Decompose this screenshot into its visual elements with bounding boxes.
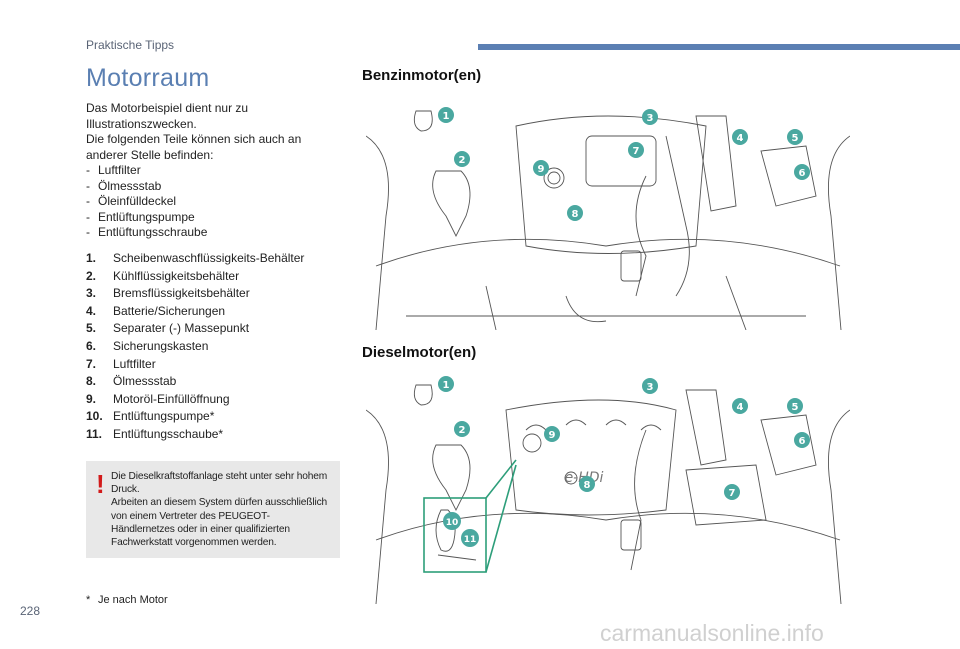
location-list: -Luftfilter -Ölmessstab -Öleinfülldeckel…: [86, 163, 207, 241]
parts-list: 1.Scheibenwaschflüssigkeits-Behälter 2.K…: [86, 251, 304, 445]
header-accent-bar: [478, 44, 960, 50]
badge: 1: [443, 380, 450, 391]
badge: 7: [633, 146, 640, 157]
intro-text: Das Motorbeispiel dient nur zu Illustrat…: [86, 101, 336, 163]
part-item: 9.Motoröl-Einfüllöffnung: [86, 391, 230, 406]
badge: 9: [538, 164, 545, 175]
page-number: 228: [20, 604, 41, 618]
badge: 11: [464, 535, 477, 545]
part-item: 2.Kühlflüssigkeitsbehälter: [86, 268, 240, 283]
intro-line: Die folgenden Teile können sich auch an: [86, 132, 302, 146]
badge: 4: [737, 402, 744, 413]
petrol-engine-illustration: 1 2 3 4 5 6 7 8 9: [366, 96, 850, 330]
part-item: 3.Bremsflüssigkeitsbehälter: [86, 286, 250, 301]
warning-icon: !: [96, 469, 105, 499]
badge: 7: [729, 488, 736, 499]
list-item: -Ölmessstab: [86, 178, 162, 193]
badge: 2: [459, 155, 466, 166]
part-item: 1.Scheibenwaschflüssigkeits-Behälter: [86, 251, 305, 265]
badge: 5: [792, 402, 799, 413]
part-item: 7.Luftfilter: [86, 356, 156, 371]
list-item: -Entlüftungsschraube: [86, 225, 208, 239]
diesel-engine-illustration: e-HDi 1 2 3 4 5 6 7 8 9 10 11: [366, 370, 850, 604]
intro-line: Illustrationszwecken.: [86, 116, 197, 131]
badge: 2: [459, 425, 466, 436]
part-item: 4.Batterie/Sicherungen: [86, 303, 226, 318]
footnote: *Je nach Motor: [86, 594, 168, 606]
section-header: Praktische Tipps: [86, 38, 175, 52]
badge: 3: [647, 113, 654, 124]
part-item: 10.Entlüftungspumpe*: [86, 409, 215, 424]
list-item: -Entlüftungspumpe: [86, 209, 195, 224]
badge: 4: [737, 133, 744, 144]
badge: 1: [443, 111, 450, 122]
part-item: 11.Entlüftungsschaube*: [86, 426, 224, 441]
petrol-engine-title: Benzinmotor(en): [362, 67, 482, 84]
warning-box: ! Die Dieselkraftstoffanlage steht unter…: [86, 461, 340, 558]
list-item: -Luftfilter: [86, 163, 141, 177]
diesel-engine-drawing: e-HDi 1 2 3 4 5 6 7 8 9 10 11: [366, 376, 850, 604]
badge: 10: [446, 518, 459, 528]
part-item: 6.Sicherungskasten: [86, 338, 209, 353]
badge: 8: [584, 480, 591, 491]
badge: 8: [572, 209, 579, 220]
part-item: 5.Separater (-) Massepunkt: [86, 321, 250, 336]
petrol-engine-drawing: 1 2 3 4 5 6 7 8 9: [366, 107, 850, 330]
badge: 9: [549, 430, 556, 441]
warning-text: Die Dieselkraftstoffanlage steht unter s…: [111, 471, 328, 549]
badge: 3: [647, 382, 654, 393]
page-title: Motorraum: [86, 64, 210, 92]
diesel-engine-title: Dieselmotor(en): [362, 344, 477, 361]
badge: 5: [792, 133, 799, 144]
badge: 6: [799, 168, 806, 179]
watermark-text: carmanualsonline.info: [600, 620, 824, 646]
intro-line: anderer Stelle befinden:: [86, 147, 214, 162]
badge: 6: [799, 436, 806, 447]
list-item: -Öleinfülldeckel: [86, 194, 177, 208]
intro-line: Das Motorbeispiel dient nur zu: [86, 101, 249, 115]
part-item: 8.Ölmessstab: [86, 374, 177, 389]
